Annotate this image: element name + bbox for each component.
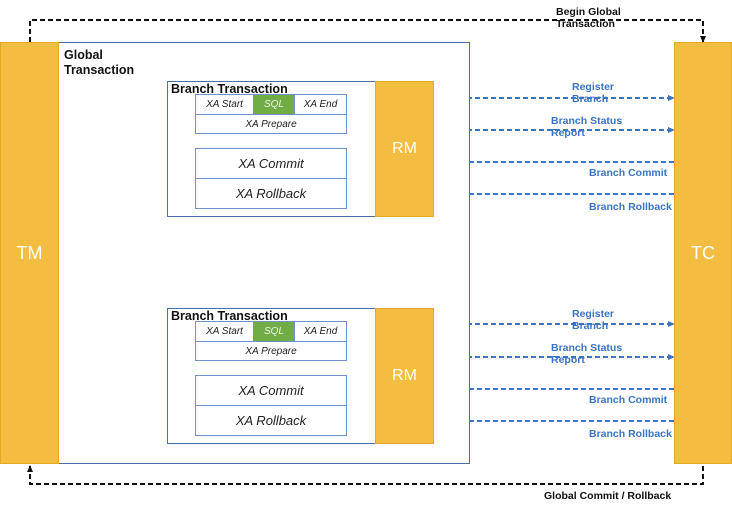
xa-commit-cell: XA Commit bbox=[195, 375, 347, 406]
branch-status-report-label: Branch Status Report bbox=[551, 115, 623, 139]
branch-commit-label: Branch Commit bbox=[589, 394, 668, 406]
xa-start-cell: XA Start bbox=[195, 94, 254, 115]
xa-start-cell: XA Start bbox=[195, 321, 254, 342]
global-commit-rollback-label: Global Commit / Rollback bbox=[544, 490, 672, 502]
register-branch-label: Register Branch bbox=[572, 308, 615, 332]
sql-cell: SQL bbox=[253, 321, 295, 342]
xa-rollback-cell: XA Rollback bbox=[195, 178, 347, 209]
global-commit-arrow bbox=[27, 465, 704, 485]
branch-rollback-label: Branch Rollback bbox=[589, 428, 672, 440]
tm-label: TM bbox=[16, 242, 43, 263]
rm-label: RM bbox=[392, 367, 417, 384]
branch-transaction-title: Branch Transaction bbox=[171, 309, 288, 323]
xa-end-cell: XA End bbox=[294, 94, 347, 115]
sql-cell: SQL bbox=[253, 94, 295, 115]
tc-label: TC bbox=[691, 242, 715, 263]
xa-end-cell: XA End bbox=[294, 321, 347, 342]
xa-rollback-cell: XA Rollback bbox=[195, 405, 347, 436]
branch-commit-label: Branch Commit bbox=[589, 167, 668, 179]
rm-label: RM bbox=[392, 140, 417, 157]
branch-rollback-label: Branch Rollback bbox=[589, 201, 672, 213]
global-transaction-title: Global Transaction bbox=[64, 48, 135, 77]
branch-transaction-title: Branch Transaction bbox=[171, 82, 288, 96]
tc-bar: TC bbox=[674, 42, 732, 464]
branch-status-report-label: Branch Status Report bbox=[551, 342, 623, 366]
register-branch-label: Register Branch bbox=[572, 81, 615, 105]
tm-bar: TM bbox=[0, 42, 59, 464]
xa-prepare-cell: XA Prepare bbox=[195, 341, 347, 361]
begin-transaction-arrow bbox=[29, 19, 706, 43]
xa-commit-cell: XA Commit bbox=[195, 148, 347, 179]
begin-global-transaction-label: Begin Global Transaction bbox=[556, 6, 621, 30]
rm-bar: RM bbox=[375, 81, 434, 217]
rm-bar: RM bbox=[375, 308, 434, 444]
xa-prepare-cell: XA Prepare bbox=[195, 114, 347, 134]
